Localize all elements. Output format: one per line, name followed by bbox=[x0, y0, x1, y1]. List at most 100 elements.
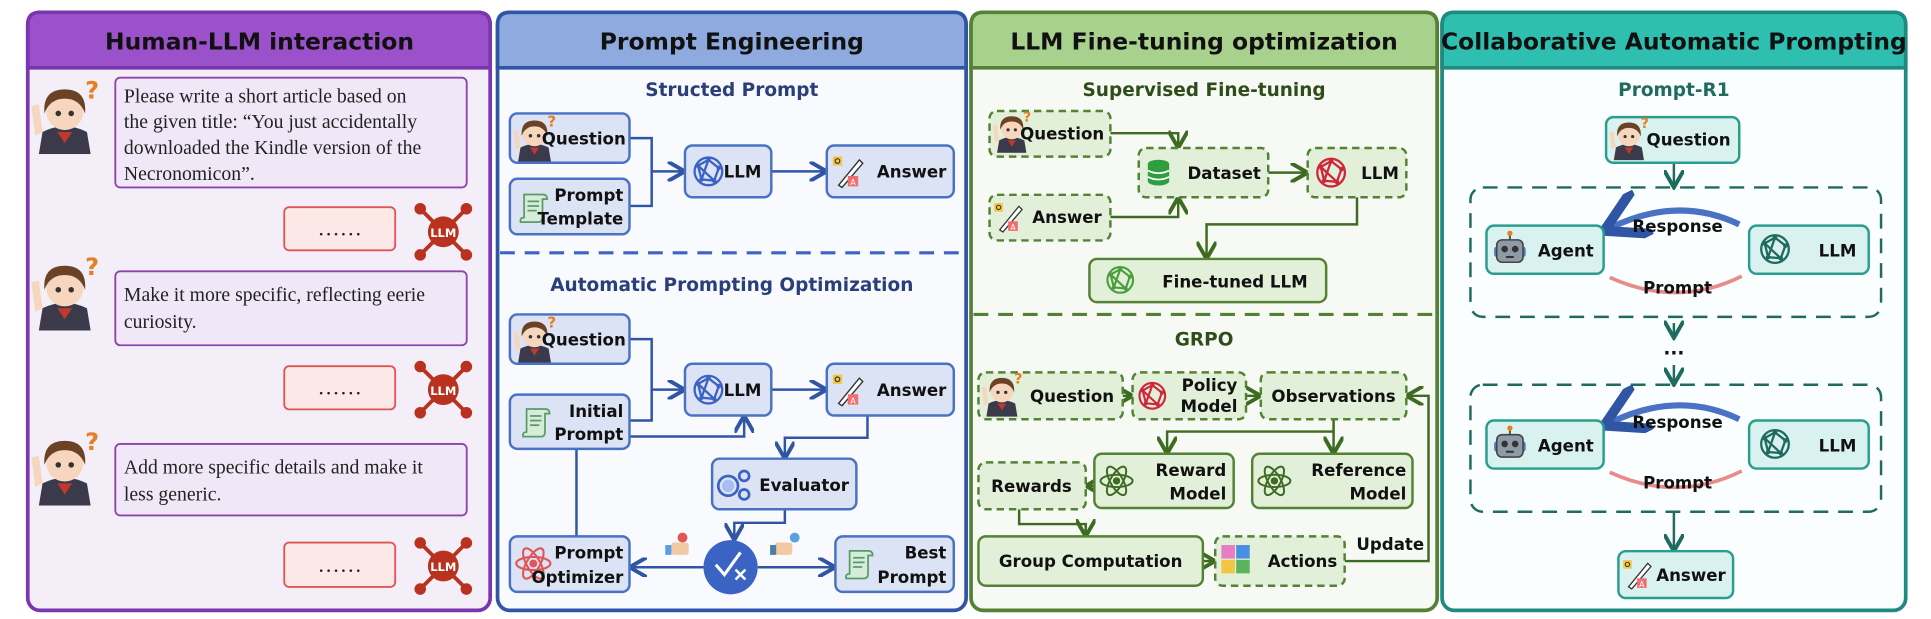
message-text: Please write a short article based on bbox=[124, 85, 407, 107]
scroll-icon bbox=[522, 408, 551, 438]
node-label: Best bbox=[905, 544, 947, 563]
section-title: GRPO bbox=[1175, 329, 1234, 350]
node-label: Template bbox=[538, 209, 624, 228]
node-label: Policy bbox=[1182, 376, 1238, 395]
node-question: Question bbox=[988, 109, 1112, 158]
node-dataset: Dataset bbox=[1137, 146, 1270, 199]
reply-placeholder: …… bbox=[318, 216, 362, 241]
actions-icon bbox=[1221, 545, 1250, 574]
node-label: LLM bbox=[724, 381, 762, 400]
section-title: Supervised Fine-tuning bbox=[1083, 80, 1326, 101]
node-label: Model bbox=[1181, 397, 1238, 416]
node-answer: Answer bbox=[1617, 549, 1735, 600]
node-label: Agent bbox=[1538, 436, 1594, 455]
node-label: Initial bbox=[569, 402, 623, 421]
node-question: Question bbox=[977, 371, 1124, 421]
node-answer: Answer bbox=[988, 193, 1112, 242]
section-title: Automatic Prompting Optimization bbox=[550, 275, 913, 296]
chat-turn-3: Add more specific details and make it le… bbox=[31, 431, 475, 597]
prompt-label: Prompt bbox=[1643, 473, 1712, 492]
judge-decision-icon bbox=[703, 540, 758, 595]
user-message-bubble bbox=[114, 270, 468, 347]
response-label: Response bbox=[1632, 217, 1722, 236]
llm-reply-bubble bbox=[283, 365, 397, 411]
panel-fine-tuning: LLM Fine-tuning optimization Supervised … bbox=[969, 10, 1439, 613]
node-evaluator: Evaluator bbox=[710, 457, 858, 511]
node-answer: Answer bbox=[825, 362, 956, 417]
response-arrow bbox=[1610, 405, 1741, 423]
node-rewards: Rewards bbox=[977, 461, 1087, 511]
node-question: Question bbox=[1604, 115, 1741, 164]
node-label: Rewards bbox=[991, 477, 1072, 496]
node-label: LLM bbox=[1361, 164, 1399, 183]
chat-turn-2: Make it more specific, reflecting eerie … bbox=[31, 256, 475, 421]
llm-reply-bubble bbox=[283, 541, 397, 588]
user-message-bubble bbox=[114, 442, 468, 517]
node-llm: LLM bbox=[1747, 224, 1870, 275]
node-label: LLM bbox=[1819, 241, 1857, 260]
panel-title: LLM Fine-tuning optimization bbox=[1010, 27, 1397, 55]
message-text: Add more specific details and make it bbox=[124, 456, 423, 478]
node-label: Optimizer bbox=[531, 568, 624, 587]
update-label: Update bbox=[1356, 535, 1424, 554]
node-label: Question bbox=[1030, 387, 1114, 406]
node-label: Answer bbox=[1656, 566, 1726, 585]
node-llm: LLM bbox=[1747, 419, 1870, 470]
panel-collaborative: Collaborative Automatic Prompting Prompt… bbox=[1440, 10, 1908, 613]
message-text: Necronomicon”. bbox=[124, 163, 255, 185]
node-label: Question bbox=[542, 129, 626, 148]
section-title: Prompt-R1 bbox=[1618, 80, 1729, 101]
message-text: the given title: “You just accidentally bbox=[124, 111, 417, 133]
node-agent: Agent bbox=[1485, 224, 1605, 275]
panel-title: Collaborative Automatic Prompting bbox=[1441, 27, 1907, 55]
llm-reply-bubble bbox=[283, 206, 397, 252]
node-label: Answer bbox=[877, 381, 947, 400]
chat-turn-1: Please write a short article based on th… bbox=[31, 76, 475, 263]
thumbs-down-icon bbox=[665, 532, 689, 555]
panel-human-llm: Human-LLM interaction Please write a sho… bbox=[25, 10, 493, 613]
user-message-bubble bbox=[114, 76, 468, 189]
node-label: Reward bbox=[1156, 461, 1227, 480]
message-text: Make it more specific, reflecting eerie bbox=[124, 284, 425, 306]
interaction-loop-n: Response Prompt Agent LLM bbox=[1469, 383, 1883, 513]
prompt-arrow bbox=[1609, 469, 1743, 490]
scroll-icon bbox=[845, 549, 874, 580]
interaction-loop-1: Response Prompt Agent LLM bbox=[1469, 186, 1883, 319]
node-label: Prompt bbox=[554, 425, 623, 444]
panel-title: Human-LLM interaction bbox=[105, 27, 414, 55]
prompt-label: Prompt bbox=[1643, 278, 1712, 297]
panel-prompt-engineering: Prompt Engineering Structed Prompt Quest… bbox=[495, 10, 968, 613]
section-title: Structed Prompt bbox=[645, 80, 818, 101]
node-label: Observations bbox=[1271, 387, 1395, 406]
node-label: Question bbox=[1020, 124, 1104, 143]
node-label: Prompt bbox=[877, 568, 946, 587]
node-llm: LLM bbox=[683, 362, 773, 417]
node-label: LLM bbox=[1819, 436, 1857, 455]
ellipsis: ··· bbox=[1663, 343, 1684, 364]
node-finetuned-llm: Fine-tuned LLM bbox=[1088, 257, 1328, 304]
thumbs-up-icon bbox=[770, 532, 800, 555]
database-icon bbox=[1146, 158, 1171, 187]
node-answer: Answer bbox=[825, 144, 956, 199]
response-label: Response bbox=[1632, 413, 1722, 432]
message-text: downloaded the Kindle version of the bbox=[124, 137, 422, 159]
node-label: Answer bbox=[1032, 208, 1102, 227]
node-label: Question bbox=[542, 330, 626, 349]
node-label: Group Computation bbox=[999, 552, 1183, 571]
response-arrow bbox=[1610, 210, 1741, 228]
reply-placeholder: …… bbox=[318, 552, 362, 577]
message-text: curiosity. bbox=[124, 311, 197, 333]
node-label: Question bbox=[1647, 131, 1731, 150]
node-label: Model bbox=[1349, 484, 1406, 503]
node-label: Model bbox=[1169, 484, 1226, 503]
node-label: Prompt bbox=[554, 544, 623, 563]
node-label: LLM bbox=[724, 163, 762, 182]
prompt-arrow bbox=[1609, 274, 1743, 295]
node-label: Actions bbox=[1268, 552, 1338, 571]
node-agent: Agent bbox=[1485, 419, 1605, 470]
